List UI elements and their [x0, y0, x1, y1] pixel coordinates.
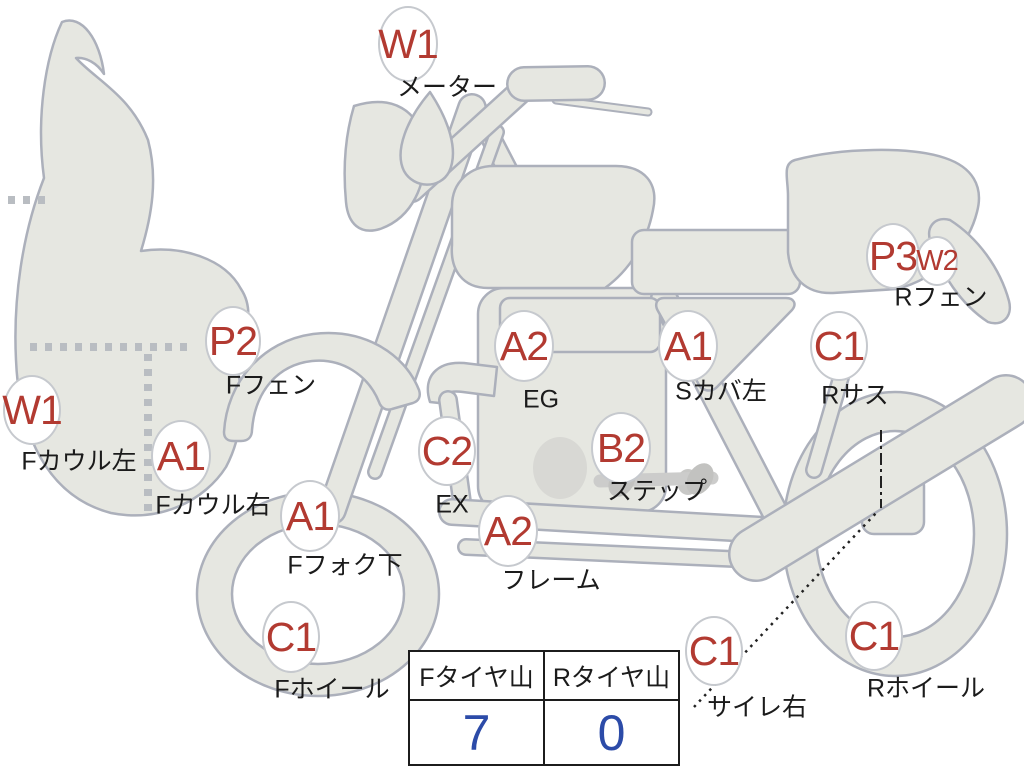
damage-marker-a2: A2: [478, 495, 538, 567]
engine-crankcase-circle: [533, 437, 587, 499]
part-label: Fフェン: [225, 371, 317, 400]
damage-marker-a1: A1: [658, 310, 718, 382]
part-label: フレーム: [501, 566, 601, 595]
part-label: Rフェン: [894, 283, 988, 312]
part-label: EG: [522, 385, 560, 414]
front-fender-shape: [222, 331, 421, 443]
part-label: Rホイール: [866, 674, 986, 703]
front-tire-tread-header: Fタイヤ山: [408, 650, 545, 701]
part-label: Sカバ左: [675, 377, 767, 406]
front-tire-tread-value: 7: [408, 699, 545, 766]
front-fork-shape: [317, 93, 505, 525]
meter-shape: [399, 90, 455, 186]
damage-marker-c2: C2: [418, 416, 476, 486]
damage-marker-w1: W1: [378, 6, 439, 82]
damage-marker-c1: C1: [845, 601, 903, 671]
damage-marker-p3: P3: [866, 223, 920, 289]
part-label: Fカウル左: [21, 447, 137, 476]
step-peg-right: [686, 463, 714, 495]
damage-marker-w2: W2: [916, 236, 959, 286]
part-label: EX: [435, 490, 469, 519]
damage-marker-a2: A2: [494, 310, 554, 382]
damage-marker-a1: A1: [151, 420, 211, 492]
damage-marker-w1: W1: [2, 375, 63, 445]
rear-tire-tread-value: 0: [543, 699, 680, 766]
part-label: Rサス: [821, 381, 889, 410]
damage-marker-a1: A1: [280, 480, 340, 552]
damage-marker-c1: C1: [685, 616, 743, 686]
rear-tire-tread-header: Rタイヤ山: [543, 650, 680, 701]
damage-marker-c1: C1: [810, 311, 868, 381]
damage-marker-b2: B2: [591, 412, 651, 484]
part-label: サイレ右: [706, 693, 808, 722]
part-label: Fフォク下: [287, 551, 403, 580]
part-label: メーター: [396, 73, 498, 102]
part-label: Fカウル右: [155, 491, 271, 520]
part-label: Fホイール: [274, 675, 390, 704]
part-label: ステップ: [606, 477, 708, 506]
damage-marker-c1: C1: [262, 601, 320, 673]
tire-tread-table: Fタイヤ山 Rタイヤ山 7 0: [408, 650, 680, 766]
fuel-tank-shape: [450, 164, 656, 290]
damage-marker-p2: P2: [205, 306, 261, 376]
